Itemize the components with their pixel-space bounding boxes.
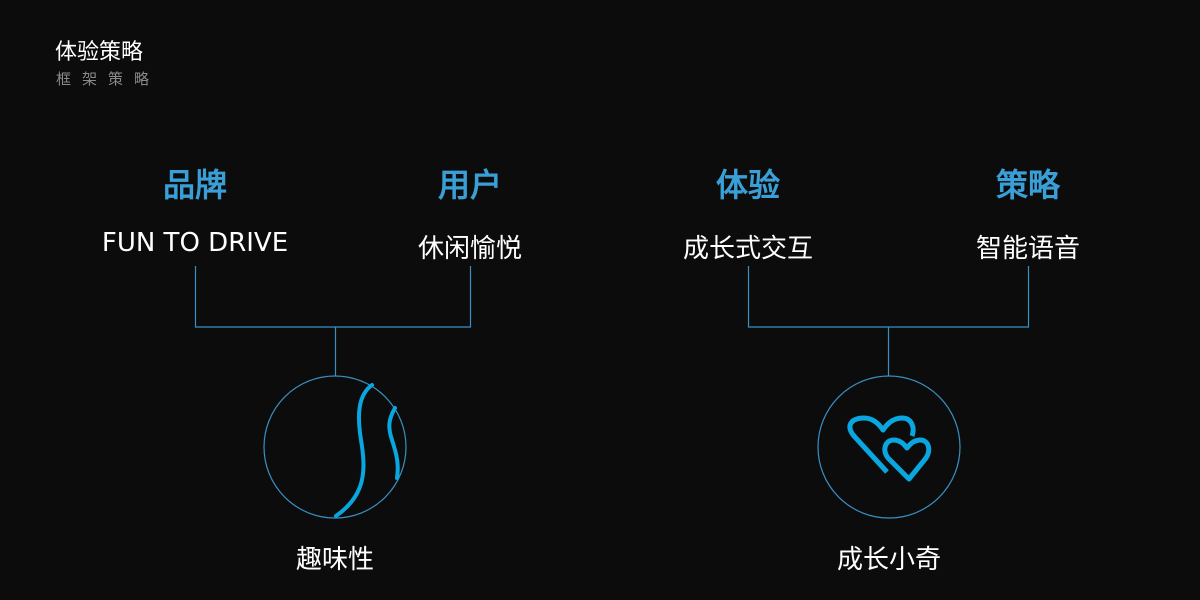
column-value-experience: 成长式交互 xyxy=(682,234,814,264)
connector-right xyxy=(747,266,1030,376)
ball-curve-icon xyxy=(334,383,400,518)
result-label-growth: 成长小奇 xyxy=(836,545,942,575)
result-circle-right xyxy=(817,375,961,519)
connector-left xyxy=(194,266,472,376)
page-title: 体验策略 xyxy=(55,40,144,65)
column-heading-brand: 品牌 xyxy=(162,166,228,204)
column-heading-experience: 体验 xyxy=(715,166,781,204)
two-hearts-icon xyxy=(847,415,932,482)
result-circle-left xyxy=(263,375,407,519)
column-value-brand: FUN TO DRIVE xyxy=(101,228,289,258)
column-value-user: 休闲愉悦 xyxy=(417,234,523,264)
page-subtitle: 框架策略 xyxy=(56,70,161,88)
column-value-strategy: 智能语音 xyxy=(975,234,1081,264)
column-heading-user: 用户 xyxy=(437,166,503,204)
column-heading-strategy: 策略 xyxy=(995,166,1061,204)
result-label-fun: 趣味性 xyxy=(295,545,375,575)
